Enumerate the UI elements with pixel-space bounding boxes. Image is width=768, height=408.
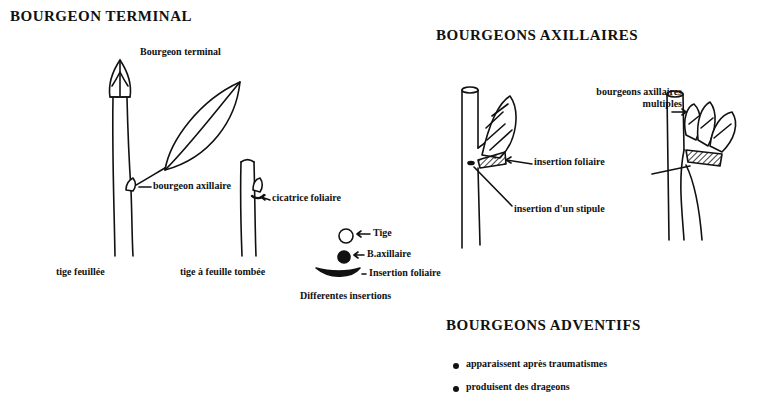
bare-stem-stroke <box>241 162 242 256</box>
stem-multiple-buds-stroke <box>667 94 669 240</box>
section-heading: BOURGEONS AXILLAIRES <box>436 27 638 44</box>
caption-label: Differentes insertions <box>300 290 391 302</box>
stem-multiple-buds-stroke <box>686 150 722 166</box>
section-heading: BOURGEON TERMINAL <box>10 8 192 25</box>
bare-stem <box>241 160 270 256</box>
bare-stem-stroke <box>261 195 265 200</box>
stem-multiple-buds-stroke <box>683 94 684 150</box>
stem-multiple-buds <box>652 91 736 240</box>
stem-multiple-buds-stroke <box>672 111 686 113</box>
stem-multiple-buds-stroke <box>652 166 690 174</box>
insertion-symbols-stroke <box>362 273 366 275</box>
insertion-symbols-stroke <box>339 229 353 243</box>
stem-axillary-stroke <box>461 90 463 248</box>
stem-axillary-stroke <box>478 152 506 168</box>
axillary-bud-stroke <box>126 178 135 191</box>
stem-multiple-buds-stroke <box>681 150 684 240</box>
symbol-label: Tige <box>373 227 392 239</box>
stem-axillary-stroke <box>506 157 511 163</box>
bare-stem-stroke <box>253 178 262 192</box>
terminal-bud-stroke <box>119 60 121 96</box>
section-heading: BOURGEONS ADVENTIFS <box>446 317 641 334</box>
leafy-stem-stroke <box>113 98 115 256</box>
bullet-points-stroke <box>453 363 459 369</box>
part-label: bourgeon axillaire <box>153 180 231 192</box>
terminal-bud-stroke <box>110 96 130 98</box>
part-label: insertion foliaire <box>534 156 605 168</box>
stem-axillary-stroke <box>474 167 512 206</box>
insertion-symbols-stroke <box>338 251 350 263</box>
bare-stem-stroke <box>241 160 254 162</box>
stem-axillary-stroke <box>482 96 516 158</box>
part-label: cicatrice foliaire <box>272 192 341 204</box>
terminal-bud-stroke <box>109 60 130 97</box>
symbol-label: B.axillaire <box>367 248 411 260</box>
leaf-stroke <box>165 82 240 170</box>
leafy-stem <box>113 98 133 256</box>
part-label: bourgeons axillaires multiples <box>560 86 682 109</box>
axillary-bud <box>126 178 151 191</box>
insertion-symbols-stroke <box>354 252 364 258</box>
caption-label: tige à feuille tombée <box>180 266 265 278</box>
bullet-text: apparaissent après traumatismes <box>466 358 607 370</box>
stem-multiple-buds-stroke <box>686 165 702 240</box>
stem-multiple-buds-stroke <box>710 112 736 152</box>
stem-axillary-stroke <box>468 162 474 165</box>
bare-stem-stroke <box>254 162 256 256</box>
bullet-points-stroke <box>453 386 459 392</box>
insertion-symbols-stroke <box>316 268 360 276</box>
leaf <box>131 82 240 188</box>
stem-multiple-buds-stroke <box>682 109 686 115</box>
bullet-text: produisent des drageons <box>466 381 570 393</box>
terminal-bud-stroke <box>112 72 128 86</box>
leafy-stem-stroke <box>127 98 133 256</box>
caption-label: tige feuillée <box>56 266 105 278</box>
bullet-points <box>453 363 459 392</box>
part-label: Bourgeon terminal <box>140 46 221 58</box>
leaf-stroke <box>165 82 240 170</box>
axillary-bud-stroke <box>139 186 151 188</box>
symbol-label: Insertion foliaire <box>369 267 441 279</box>
insertion-symbols <box>316 229 370 276</box>
part-label: insertion d'un stipule <box>514 203 605 215</box>
insertion-symbols-stroke <box>357 231 370 237</box>
stem-axillary-stroke <box>462 87 478 93</box>
stem-axillary <box>462 87 532 248</box>
stem-multiple-buds-stroke <box>689 116 731 138</box>
stem-axillary-stroke <box>486 104 512 150</box>
terminal-bud <box>109 60 130 97</box>
